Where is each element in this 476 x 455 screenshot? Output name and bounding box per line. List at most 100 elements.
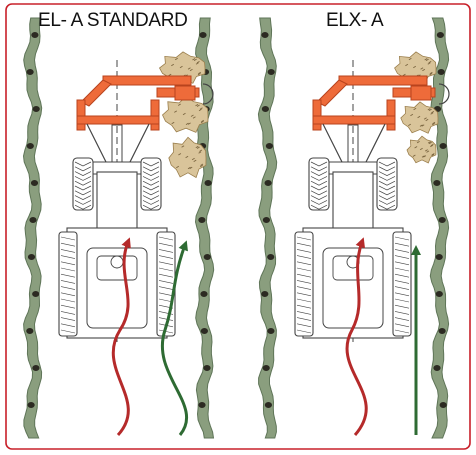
tire-tread xyxy=(296,298,312,303)
soil-speck xyxy=(196,146,200,149)
soil-speck xyxy=(187,166,191,170)
tire-tread xyxy=(74,171,92,176)
implement-top-bar xyxy=(338,75,428,86)
tire-tread xyxy=(378,204,396,210)
tire-tread xyxy=(378,195,396,200)
implement-right-post xyxy=(386,99,396,131)
soil-speck xyxy=(196,61,200,64)
operator-platform xyxy=(322,247,384,329)
implement-left-post xyxy=(76,99,86,131)
soil-speck xyxy=(200,163,204,166)
soil-speck xyxy=(421,124,425,127)
tire-tread xyxy=(310,185,328,191)
soil-speck xyxy=(429,73,433,76)
tire-tread xyxy=(296,317,312,321)
vine-knot xyxy=(32,365,40,371)
tire-tread xyxy=(394,323,410,328)
soil-speck xyxy=(423,117,427,120)
vine-knot xyxy=(30,180,39,186)
tire-tread xyxy=(310,176,328,181)
tire-tread xyxy=(60,323,76,328)
soil-speck xyxy=(198,71,202,75)
soil-speck xyxy=(405,63,409,67)
mower-head xyxy=(410,85,432,101)
tire-tread xyxy=(394,317,410,321)
soil-speck xyxy=(198,108,202,112)
tire-tread xyxy=(74,190,92,196)
vine-knot xyxy=(26,328,34,334)
vine-knot xyxy=(32,106,40,112)
tire-tread xyxy=(142,171,160,176)
tire-tread xyxy=(142,185,160,191)
tire-tread xyxy=(142,166,160,172)
tire-tread xyxy=(378,200,396,205)
tire-tread xyxy=(142,190,160,196)
tire-tread xyxy=(394,242,410,247)
tire-tread xyxy=(60,249,76,253)
tire-tread xyxy=(60,286,76,290)
tire-tread xyxy=(74,161,92,167)
operator-platform xyxy=(86,247,148,329)
soil-speck xyxy=(171,63,175,67)
tire-tread xyxy=(60,261,76,266)
soil-speck xyxy=(185,155,189,159)
path-arrow-icon xyxy=(345,237,368,436)
soil-speck xyxy=(187,122,191,125)
soil-speck xyxy=(413,107,417,111)
vine-knot xyxy=(265,143,273,149)
tire-tread xyxy=(158,292,174,297)
soil-speck xyxy=(197,73,201,76)
vine-knot xyxy=(437,69,445,75)
soil-speck xyxy=(426,150,430,153)
vine-knot xyxy=(203,365,211,371)
soil-speck xyxy=(191,157,195,161)
tire-tread xyxy=(158,236,174,241)
tire-tread xyxy=(310,190,328,196)
soil-speck xyxy=(416,141,420,144)
tire-tread xyxy=(378,171,396,176)
tire-tread xyxy=(394,249,410,253)
vine-knot xyxy=(261,32,269,38)
vine-knot xyxy=(29,217,37,223)
soil-speck xyxy=(187,67,191,70)
linkage-left xyxy=(322,123,346,169)
tire-tread xyxy=(142,176,160,181)
soil-speck xyxy=(179,65,183,69)
vine-knot xyxy=(198,402,206,408)
vine-knot xyxy=(264,180,272,186)
soil-speck xyxy=(199,164,203,168)
tire-tread xyxy=(296,280,312,284)
soil-speck xyxy=(425,58,429,61)
soil-speck xyxy=(171,121,175,125)
tire-tread xyxy=(296,236,312,241)
vine-row xyxy=(429,17,450,439)
tire-tread xyxy=(378,190,396,196)
vine-knot xyxy=(31,32,39,38)
vine-knot xyxy=(199,32,207,38)
soil-speck xyxy=(432,121,436,125)
soil-speck xyxy=(413,65,417,69)
tire-tread xyxy=(296,273,312,278)
soil-speck xyxy=(178,153,182,156)
vine-knot xyxy=(26,143,34,149)
tire-tread xyxy=(74,185,92,191)
soil-speck xyxy=(182,112,186,116)
tire-tread xyxy=(60,236,76,241)
soil-speck xyxy=(168,73,172,76)
soil-speck xyxy=(192,116,196,119)
tire-tread xyxy=(60,255,76,259)
vine-knot xyxy=(27,254,36,260)
tire-tread xyxy=(60,273,76,278)
vine-knot xyxy=(262,365,270,371)
tire-tread xyxy=(394,261,410,266)
linkage-right xyxy=(126,123,150,169)
soil-speck xyxy=(192,58,196,61)
soil-speck xyxy=(431,123,435,126)
tire-tread xyxy=(74,200,92,205)
soil-patches xyxy=(158,51,439,179)
tire-tread xyxy=(296,311,312,315)
implement-top-bar xyxy=(102,75,192,86)
tire-tread xyxy=(142,200,160,205)
soil-speck xyxy=(427,108,431,111)
tire-tread xyxy=(394,236,410,241)
